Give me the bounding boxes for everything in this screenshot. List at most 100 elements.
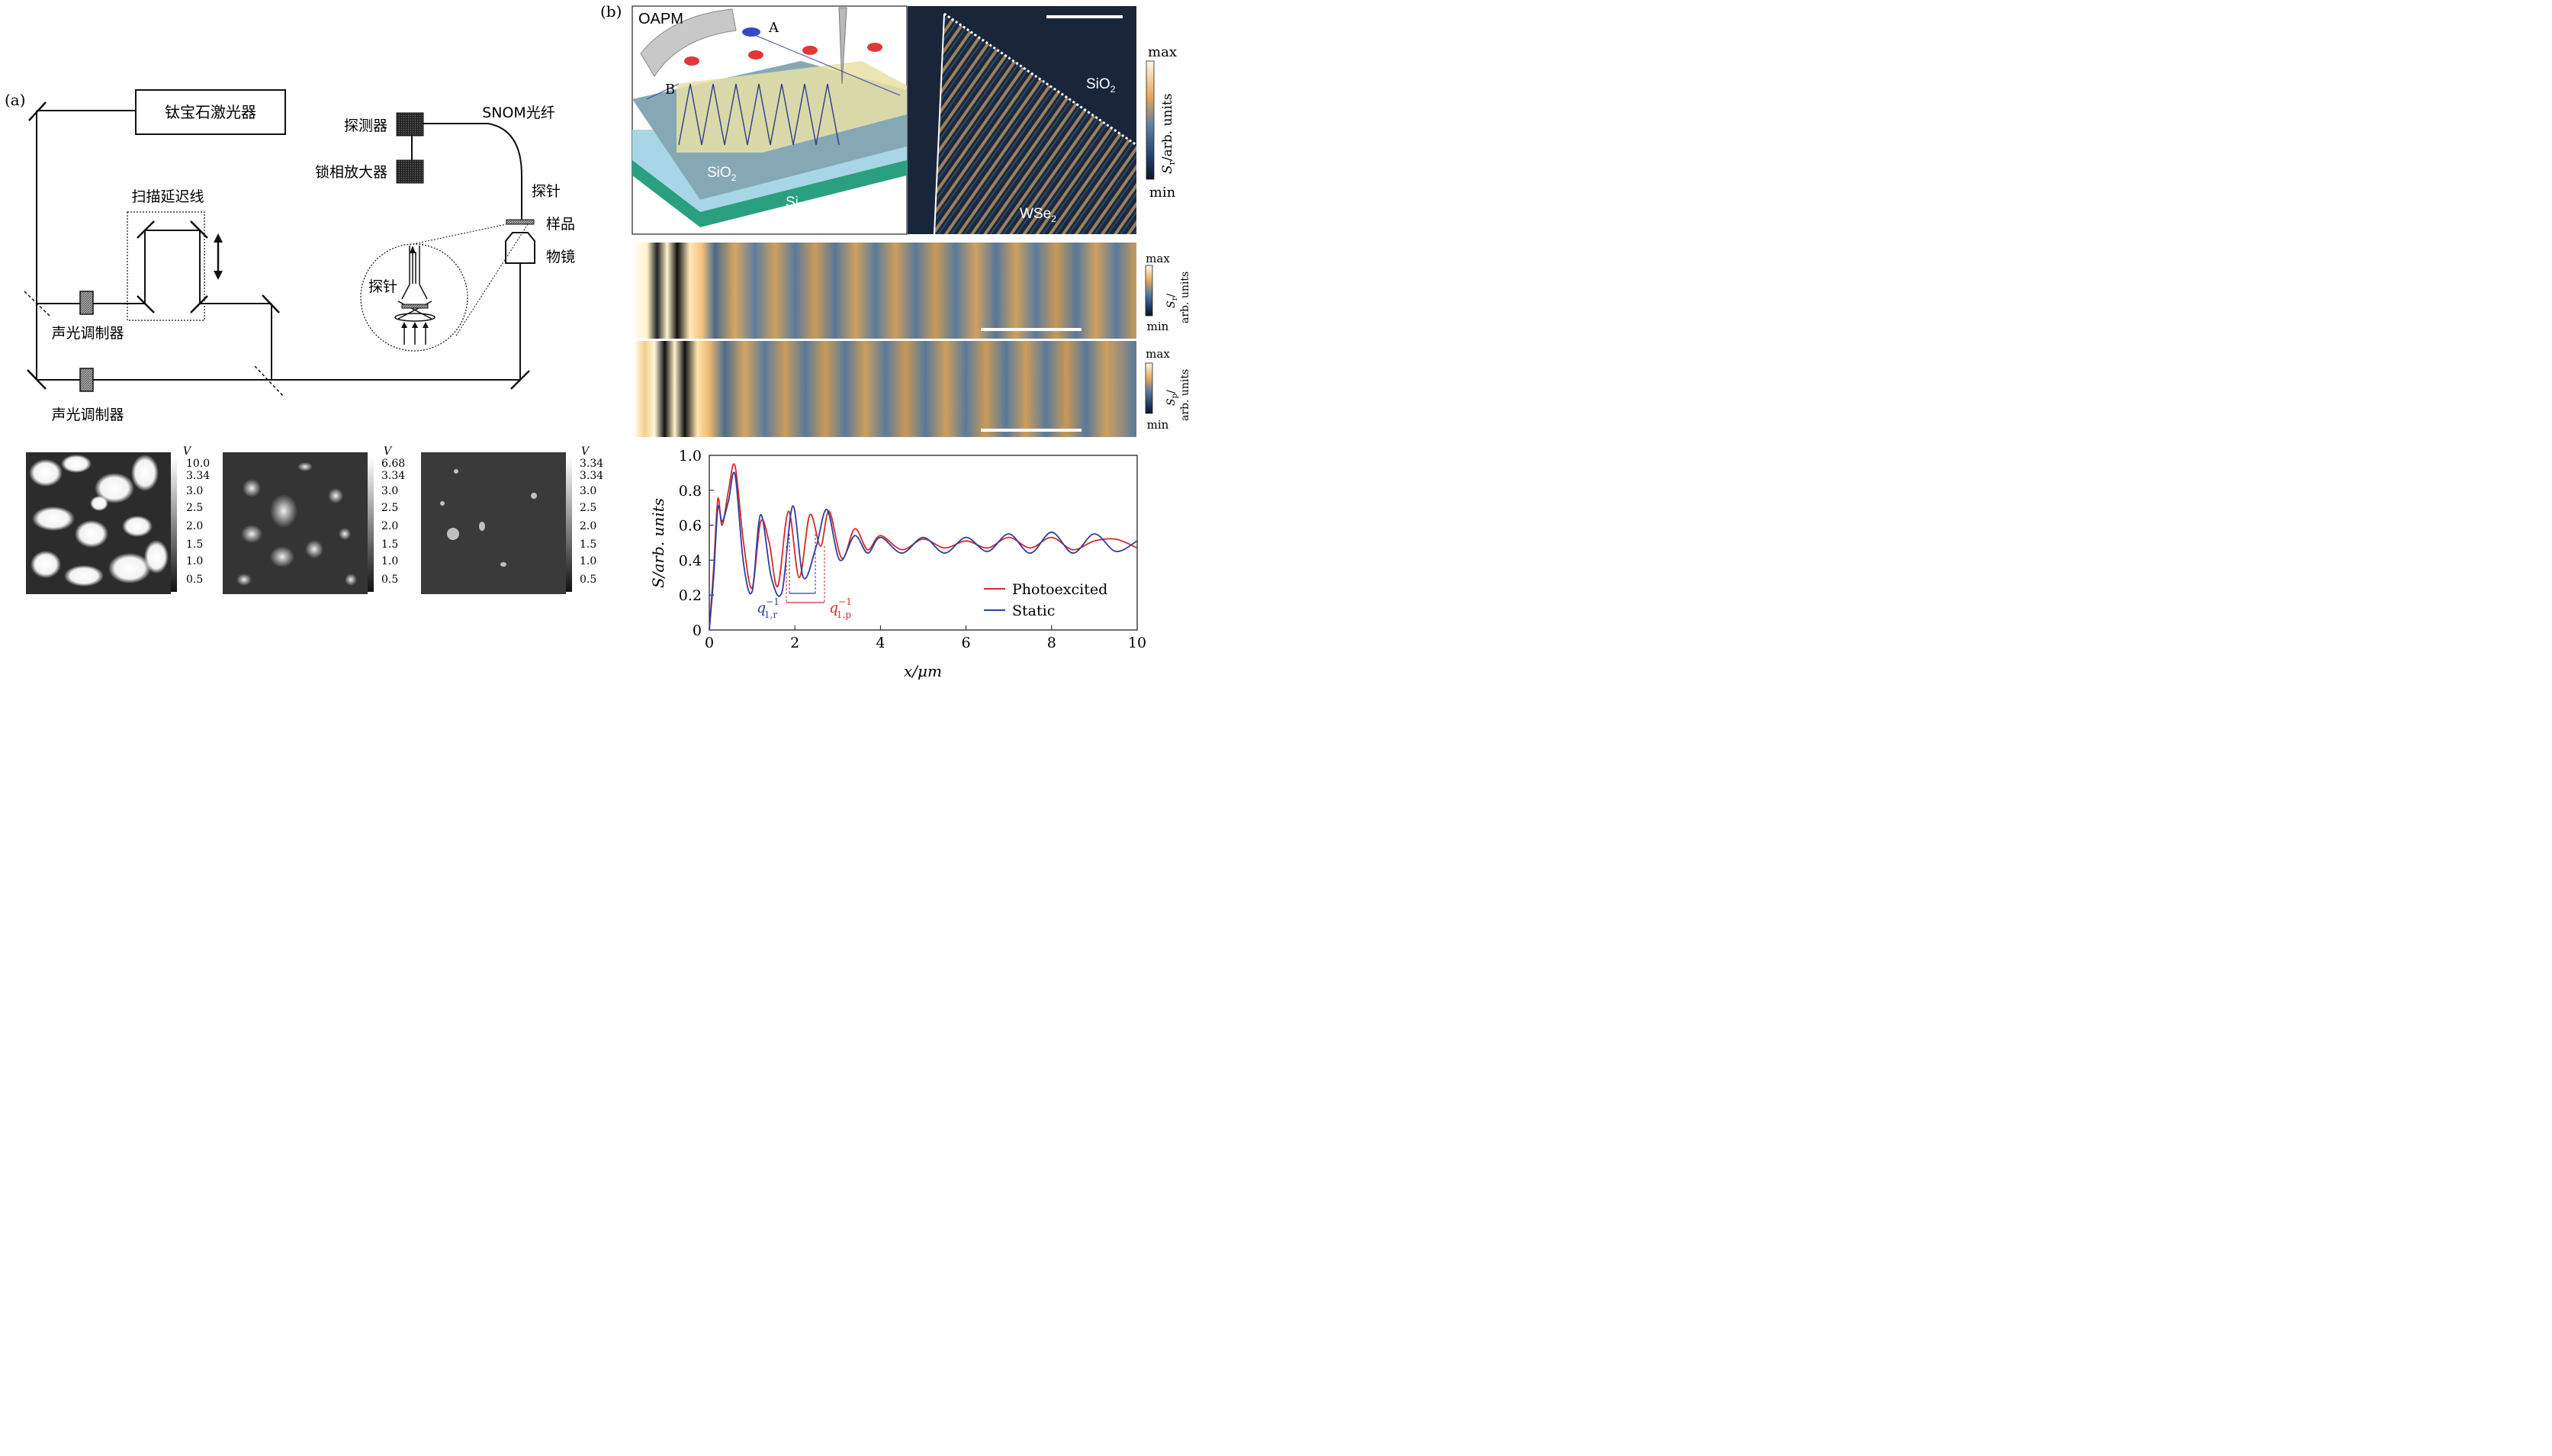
aom-bottom (79, 368, 94, 392)
inset-probe-label: 探针 (368, 278, 397, 295)
y-tick-label: 0.2 (679, 587, 702, 604)
y-axis: 00.20.40.60.81.0 (679, 448, 714, 639)
panel-b-stripes: max min Sr/ arb. units max min Sp/ arb. … (635, 243, 1191, 437)
cb-top-label: Sr/arb. units (1160, 94, 1177, 175)
colorbar-top: max min Sr/arb. units (1146, 44, 1177, 201)
cb1-tick: 3.0 (186, 485, 203, 497)
cb2-tick: 2.0 (381, 520, 398, 532)
lockin-box (396, 159, 424, 184)
y-axis-label: S/arb. units (649, 498, 667, 588)
afm-image-2 (223, 452, 368, 594)
cb1-top2: 3.34 (186, 470, 210, 482)
point-a-label: A (768, 20, 779, 36)
x-tick-label: 4 (876, 635, 885, 651)
colorbar-bot: max min Sp/ arb. units (1145, 347, 1191, 432)
aom-bottom-label: 声光调制器 (51, 407, 124, 423)
x-tick-label: 2 (790, 635, 799, 651)
cb3-top1: 3.34 (580, 458, 603, 470)
laser-label: 钛宝石激光器 (165, 103, 256, 121)
x-tick-label: 0 (705, 635, 714, 651)
y-tick-label: 0 (693, 622, 702, 639)
cb2-tick: 0.5 (381, 574, 398, 586)
legend: Photoexcited Static (984, 581, 1107, 619)
cb3-top2: 3.34 (580, 470, 603, 482)
x-axis-label: x/μm (904, 662, 942, 680)
cb-top-min: min (1149, 185, 1176, 201)
cb1-unit: V (183, 445, 192, 458)
sample-plate (506, 219, 535, 225)
device-schematic: OAPM A B SiO2 Si (632, 5, 908, 235)
cb-bot-min: min (1147, 418, 1169, 432)
cb2-tick: 1.5 (381, 538, 398, 551)
cb2-top1: 6.68 (381, 458, 405, 470)
cb3-unit: V (581, 445, 590, 458)
wse2-label: WSe2 (1020, 206, 1056, 224)
sio2-left-label: SiO2 (707, 165, 737, 183)
cb-bot-label: Sp/ (1165, 390, 1179, 406)
chart-series (709, 463, 1138, 631)
cb3-tick: 0.5 (580, 574, 596, 586)
panel-a-schematic: (a) (5, 89, 575, 423)
x-tick-label: 6 (962, 635, 971, 651)
legend-label-static: Static (1012, 603, 1055, 619)
x-tick-label: 8 (1047, 635, 1056, 651)
beam-splitters (24, 291, 284, 397)
cb3-tick: 2.5 (580, 502, 596, 514)
panel-b-label: (b) (600, 2, 622, 21)
delay-line-box (127, 211, 205, 321)
cb-top-max: max (1148, 44, 1177, 60)
x-tick-label: 10 (1128, 635, 1146, 651)
delay-arrow (214, 233, 223, 280)
afm-colorbar-2: V 6.68 3.34 3.0 2.5 2.0 1.5 1.0 0.5 (368, 445, 405, 592)
oapm-label: OAPM (638, 11, 683, 27)
cb1-tick: 1.5 (186, 538, 203, 551)
series-line-static (709, 471, 1138, 631)
stripe-image-r (635, 243, 1136, 339)
sio2-right-label: SiO2 (1086, 76, 1116, 95)
objective-label: 物镜 (546, 249, 575, 265)
inset-magnifier: 探针 (360, 223, 529, 352)
probe-label: 探针 (532, 183, 561, 200)
series-line-photoexcited (709, 463, 1138, 631)
y-tick-label: 1.0 (679, 448, 702, 464)
si-label: Si (786, 194, 799, 211)
cb-mid-min: min (1147, 320, 1169, 333)
cb-mid-max: max (1146, 252, 1170, 265)
y-tick-label: 0.4 (679, 552, 702, 569)
plot-frame (709, 455, 1138, 631)
afm-image-3 (421, 452, 566, 594)
cb2-top2: 3.34 (381, 470, 405, 482)
cb2-tick: 2.5 (381, 502, 398, 514)
laser-box (135, 89, 286, 135)
cb-bot-label2: arb. units (1179, 369, 1191, 421)
cb-bot-max: max (1146, 347, 1170, 361)
cb-mid-label: Sr/ (1165, 294, 1179, 308)
y-tick-label: 0.6 (679, 518, 702, 535)
afm-colorbar-3: V 3.34 3.34 3.0 2.5 2.0 1.5 1.0 0.5 (566, 445, 603, 592)
detector-label: 探测器 (344, 117, 387, 134)
panel-b-top: (b) OAPM A B SiO2 Si (600, 2, 1177, 235)
delay-line-label: 扫描延迟线 (131, 188, 204, 205)
afm-image-1 (26, 452, 171, 594)
figure: (a) (5, 2, 1191, 680)
panel-a-images: V 10.0 3.34 3.0 2.5 2.0 1.5 1.0 0.5 V 6.… (26, 445, 603, 594)
x-axis: 0 2 4 6 8 10 (705, 625, 1146, 651)
sample-label: 样品 (546, 216, 575, 233)
cb-mid-label2: arb. units (1179, 272, 1191, 323)
cb2-tick: 3.0 (381, 485, 398, 497)
lockin-label: 锁相放大器 (315, 164, 387, 181)
cb1-tick: 2.5 (186, 502, 203, 514)
legend-label-photoexcited: Photoexcited (1012, 581, 1107, 598)
cb1-tick: 0.5 (186, 574, 203, 586)
cb3-tick: 2.0 (580, 520, 596, 532)
cb1-tick: 1.0 (186, 555, 203, 567)
colorbar-mid: max min Sr/ arb. units (1145, 252, 1191, 333)
afm-colorbar-1: V 10.0 3.34 3.0 2.5 2.0 1.5 1.0 0.5 (171, 445, 210, 592)
fiber-label: SNOM光纤 (482, 104, 555, 121)
point-b-label: B (665, 82, 675, 98)
cb3-tick: 1.0 (580, 555, 596, 567)
objective-lens (505, 232, 535, 264)
